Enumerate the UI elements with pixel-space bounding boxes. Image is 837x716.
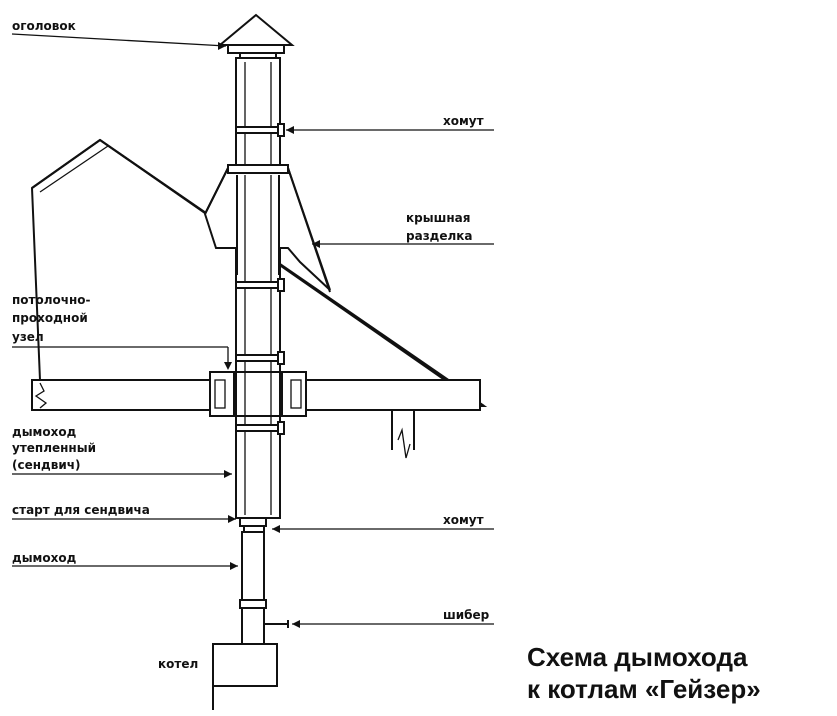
title-line1: Схема дымохода xyxy=(527,642,748,672)
ceiling-slab xyxy=(31,379,481,411)
label-start: старт для сендвича xyxy=(12,503,150,517)
leader-lines xyxy=(11,33,494,628)
label-sandwich-line3: (сендвич) xyxy=(12,458,80,472)
label-sandwich-line1: дымоход xyxy=(12,425,77,439)
label-clamp-bottom: хомут xyxy=(443,513,484,527)
single-wall-flue xyxy=(239,531,267,645)
label-ceiling-line3: узел xyxy=(12,330,44,344)
roof-flashing xyxy=(203,164,331,293)
label-clamp-top: хомут xyxy=(443,114,484,128)
label-sandwich-line2: утепленный xyxy=(12,441,96,455)
pipe-joints xyxy=(235,123,285,435)
title-line2: к котлам «Гейзер» xyxy=(527,674,761,704)
label-ceiling-line2: проходной xyxy=(12,311,88,325)
chimney-cap xyxy=(217,13,295,60)
label-boiler: котел xyxy=(158,657,198,671)
label-roof-line2: разделка xyxy=(406,229,473,243)
ceiling-support xyxy=(391,410,415,459)
label-flue: дымоход xyxy=(12,551,77,565)
ceiling-pass-through xyxy=(209,371,307,417)
label-damper: шибер xyxy=(443,608,490,622)
label-ceiling-line1: потолочно- xyxy=(12,293,91,307)
boiler xyxy=(212,643,278,710)
label-cap: оголовок xyxy=(12,19,76,33)
damper xyxy=(264,620,289,628)
sandwich-start xyxy=(239,517,267,533)
label-roof-line1: крышная xyxy=(406,211,470,225)
